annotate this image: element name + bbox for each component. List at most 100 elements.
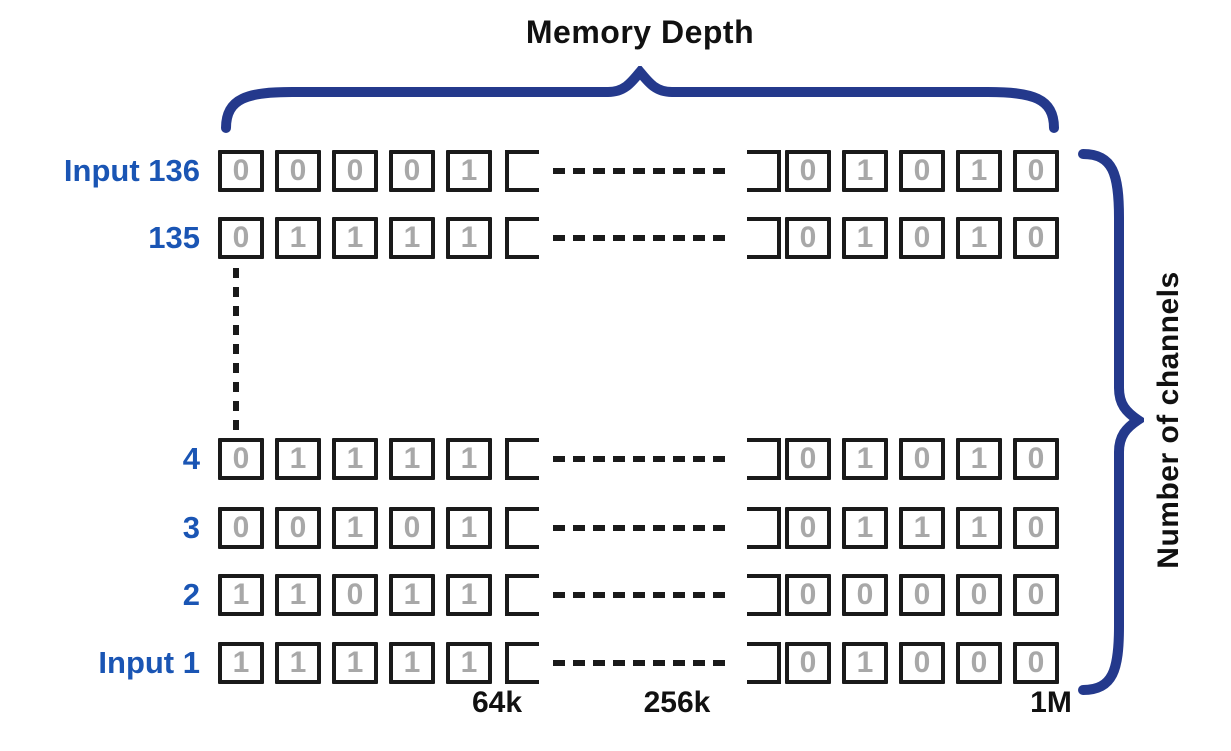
bit-cell: 0 [899,150,945,192]
bit-cell: 0 [1013,438,1059,480]
bit-cell: 1 [842,217,888,259]
bit-cell: 1 [218,642,264,684]
bit-cell: 0 [1013,574,1059,616]
close-bracket [747,150,781,192]
bit-cell: 0 [1013,150,1059,192]
memory-depth-brace [221,66,1059,133]
bit-cell: 1 [899,507,945,549]
horizontal-ellipsis [553,525,733,531]
bit-cell: 1 [956,438,1002,480]
bit-cell: 1 [389,642,435,684]
row-label: Input 136 [63,153,200,188]
bit-cell: 1 [956,217,1002,259]
bit-cell: 0 [785,217,831,259]
bit-cell: 0 [899,217,945,259]
bit-cell: 0 [218,150,264,192]
close-bracket [747,217,781,259]
bit-cell: 0 [389,150,435,192]
horizontal-ellipsis [553,456,733,462]
row-label: 3 [182,510,200,545]
row-label: 135 [148,220,200,255]
bit-cell: 1 [842,438,888,480]
bit-cell: 0 [218,438,264,480]
depth-tick-256k: 256k [643,686,711,719]
bit-cell: 1 [389,438,435,480]
bit-cell: 1 [842,642,888,684]
bit-cell: 1 [956,507,1002,549]
bit-cell: 1 [332,217,378,259]
bit-cell: 0 [389,507,435,549]
bit-cell: 1 [389,217,435,259]
bit-cell: 1 [446,438,492,480]
row-label: 4 [182,441,200,476]
bit-cell: 0 [899,438,945,480]
close-bracket [747,438,781,480]
bit-cell: 1 [332,507,378,549]
bit-cell: 0 [899,574,945,616]
bit-cell: 0 [275,150,321,192]
bit-cell: 0 [785,150,831,192]
bit-cell: 1 [218,574,264,616]
bit-cell: 1 [275,642,321,684]
vertical-ellipsis [233,268,239,432]
bit-cell: 0 [218,217,264,259]
bit-cell: 1 [446,217,492,259]
row-label: 2 [182,577,200,612]
bit-cell: 0 [218,507,264,549]
bit-cell: 1 [842,507,888,549]
row-label: Input 1 [98,645,200,680]
bit-cell: 1 [275,217,321,259]
bit-cell: 0 [785,507,831,549]
bit-cell: 1 [446,150,492,192]
bit-cell: 1 [842,150,888,192]
memory-depth-title: Memory Depth [525,14,755,50]
bit-cell: 1 [332,438,378,480]
bit-cell: 0 [956,574,1002,616]
bit-cell: 0 [1013,217,1059,259]
bit-cell: 0 [332,574,378,616]
open-bracket [505,150,539,192]
bit-cell: 0 [956,642,1002,684]
bit-cell: 0 [785,642,831,684]
bit-cell: 0 [899,642,945,684]
open-bracket [505,507,539,549]
bit-cell: 0 [785,438,831,480]
depth-tick-1m: 1M [1030,686,1072,719]
bit-cell: 0 [1013,507,1059,549]
close-bracket [747,574,781,616]
bit-cell: 1 [275,438,321,480]
bit-cell: 0 [275,507,321,549]
bit-cell: 0 [842,574,888,616]
bit-cell: 1 [332,642,378,684]
bit-cell: 0 [1013,642,1059,684]
number-of-channels-brace [1078,149,1144,695]
horizontal-ellipsis [553,592,733,598]
horizontal-ellipsis [553,660,733,666]
bit-cell: 1 [956,150,1002,192]
depth-tick-64k: 64k [471,686,523,719]
open-bracket [505,438,539,480]
bit-cell: 1 [446,507,492,549]
open-bracket [505,574,539,616]
bit-cell: 1 [446,574,492,616]
open-bracket [505,217,539,259]
horizontal-ellipsis [553,235,733,241]
number-of-channels-label: Number of channels [1152,271,1185,569]
bit-cell: 1 [446,642,492,684]
